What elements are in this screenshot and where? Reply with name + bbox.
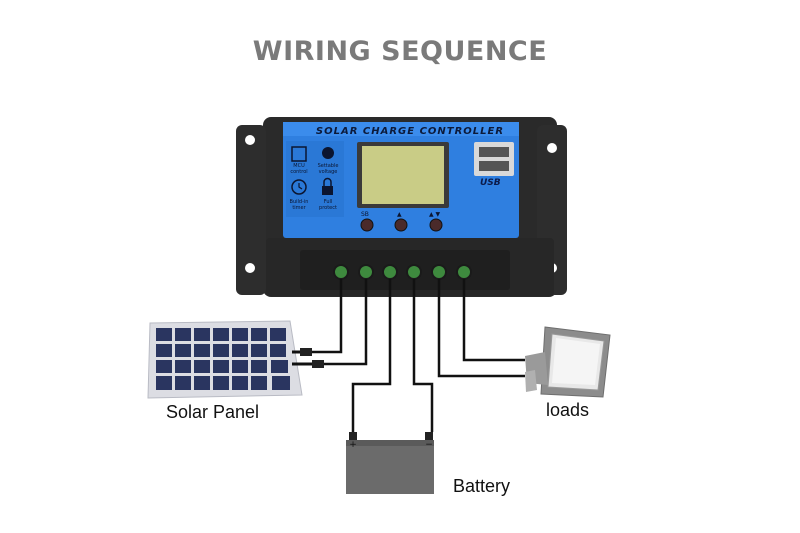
charge-controller [236,117,567,297]
positive-icon: + [349,440,357,450]
loads-label: loads [546,400,590,420]
lock-icon [322,186,333,195]
battery: + − [346,432,434,494]
button-label-up: ▲ [397,211,402,218]
terminals [333,264,472,280]
negative-icon: − [425,440,433,450]
usb-label: USB [480,178,501,188]
battery-label: Battery [453,476,511,496]
lcd-screen [362,146,444,204]
icon-label-protect: Full protect [319,199,337,211]
floodlight-load [525,326,611,398]
chip-icon [291,146,307,162]
button-set [360,218,374,232]
wires [312,279,525,432]
button-label-sb: SB [361,211,369,218]
solar-panel-label: Solar Panel [166,402,260,422]
solar-panel [147,320,324,399]
gear-icon [322,147,334,159]
icon-label-mcu: MCU control [290,163,308,175]
icon-label-voltage: Settable voltage [317,163,339,175]
button-up [394,218,408,232]
diagram-title: WIRING SEQUENCE [252,36,548,67]
button-down [429,218,443,232]
icon-label-timer: Build-in timer [289,199,309,211]
clock-icon [291,179,307,195]
button-label-updown: ▲ ▼ [429,211,441,218]
controller-title: SOLAR CHARGE CONTROLLER [315,126,505,137]
